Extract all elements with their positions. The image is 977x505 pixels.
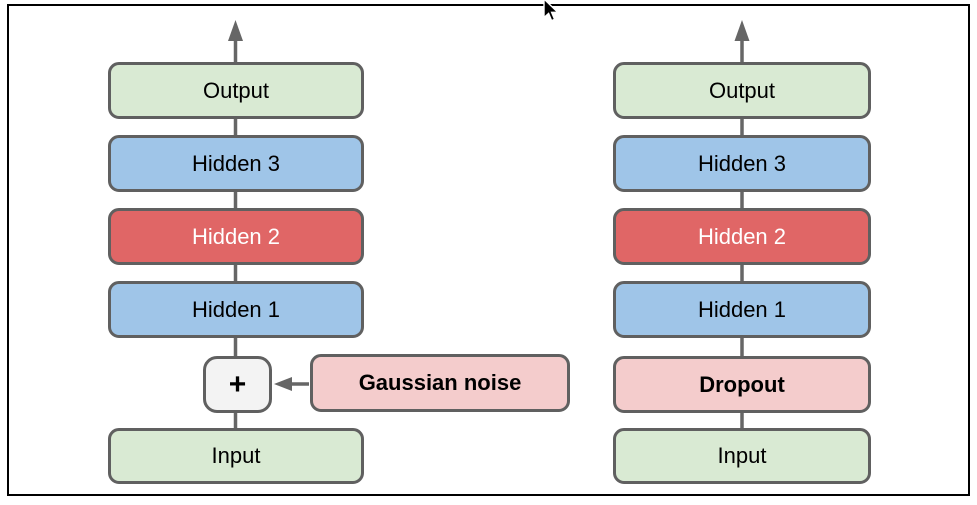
left-hidden1-box: Hidden 1	[108, 281, 364, 338]
left-hidden3-box: Hidden 3	[108, 135, 364, 192]
left-hidden1-label: Hidden 1	[191, 296, 281, 322]
dropout-label: Dropout	[699, 371, 785, 397]
gaussian-noise-label: Gaussian noise	[358, 370, 522, 395]
left-hidden2-box: Hidden 2	[108, 208, 364, 265]
right-input-label: Input	[717, 443, 767, 468]
plus-operator-node: +	[203, 356, 272, 413]
right-hidden2-box: Hidden 2	[613, 208, 871, 265]
right-hidden3-box: Hidden 3	[613, 135, 871, 192]
left-output-arrowhead-icon	[228, 20, 243, 41]
left-output-label: Output	[202, 77, 270, 103]
noise-to-plus-arrow-icon	[274, 377, 309, 391]
left-input-label: Input	[211, 443, 261, 468]
right-output-arrowhead-icon	[734, 20, 750, 41]
gaussian-noise-box: Gaussian noise	[310, 354, 570, 412]
right-output-box: Output	[613, 62, 871, 119]
right-hidden1-label: Hidden 1	[697, 296, 787, 322]
mouse-cursor-icon	[543, 0, 560, 22]
left-hidden3-label: Hidden 3	[191, 150, 281, 176]
right-output-label: Output	[708, 77, 776, 103]
diagram-frame	[7, 4, 970, 496]
left-output-box: Output	[108, 62, 364, 119]
plus-operator-label: +	[228, 367, 247, 401]
left-hidden2-label: Hidden 2	[191, 223, 281, 249]
dropout-box: Dropout	[613, 356, 871, 413]
left-input-box: Input	[108, 428, 364, 484]
right-hidden2-label: Hidden 2	[697, 223, 787, 249]
right-input-box: Input	[613, 428, 871, 484]
right-hidden3-label: Hidden 3	[697, 150, 787, 176]
right-hidden1-box: Hidden 1	[613, 281, 871, 338]
